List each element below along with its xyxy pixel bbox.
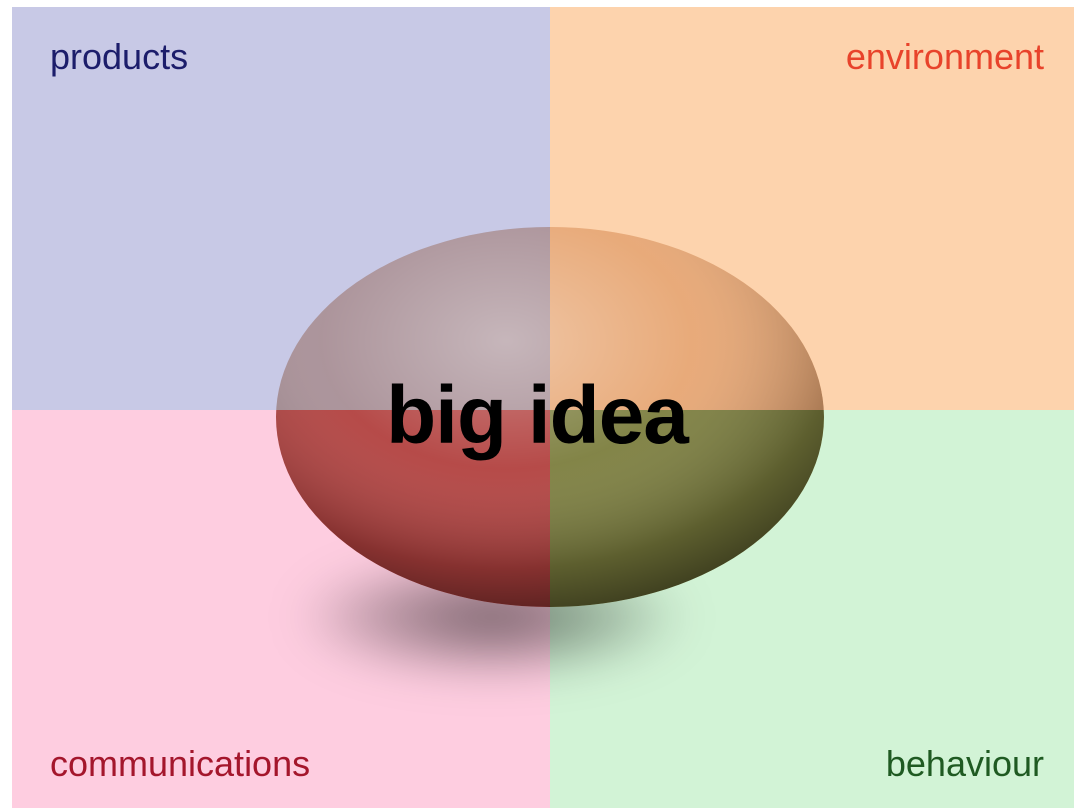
quadrant-diagram: products environment communications beha…	[12, 7, 1074, 808]
egg-icon	[276, 227, 824, 679]
center-label: big idea	[386, 370, 689, 461]
quadrant-label-products: products	[50, 36, 189, 77]
quadrant-label-behaviour: behaviour	[885, 743, 1044, 784]
quadrant-label-communications: communications	[50, 743, 311, 784]
quadrant-label-environment: environment	[845, 36, 1044, 77]
